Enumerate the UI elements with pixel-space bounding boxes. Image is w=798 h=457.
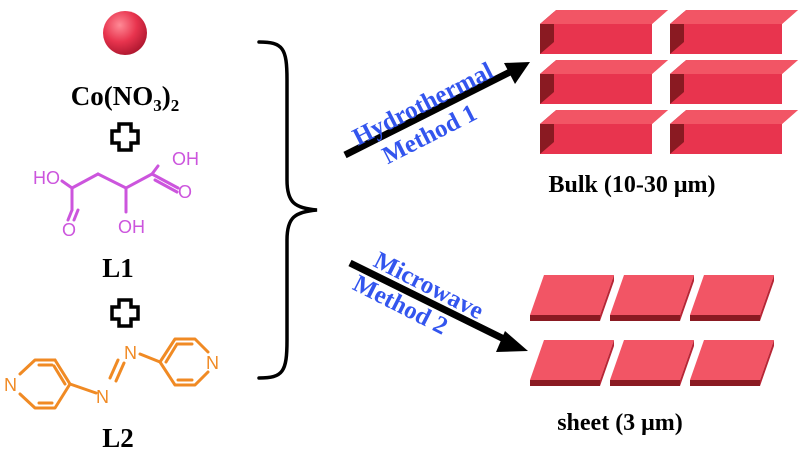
ligand2-n-azo-bottom: N <box>96 387 109 407</box>
sheet-plate-edge <box>610 380 680 386</box>
sheet-plate-edge <box>530 315 600 321</box>
sheet-caption: sheet (3 μm) <box>557 410 683 436</box>
ligand1-structure <box>60 164 180 222</box>
cobalt-nitrate-formula: Co(NO3)2 <box>71 81 180 115</box>
sheet-plate-side <box>760 275 774 321</box>
bulk-crystal-top-overlay <box>670 110 798 124</box>
sheet-plate-top <box>690 340 774 380</box>
reaction-arrow-method2 <box>348 259 528 352</box>
ligand1-o-left: O <box>62 220 76 240</box>
sheet-plate-edge <box>690 315 760 321</box>
bulk-caption: Bulk (10-30 μm) <box>549 172 716 198</box>
ligand2-n-right: N <box>206 353 219 373</box>
sheet-plate-top <box>610 340 694 380</box>
bulk-crystal-front <box>670 24 782 54</box>
sheet-plate-top <box>530 275 614 315</box>
sheet-plate-side <box>760 340 774 386</box>
bulk-crystal-front <box>540 74 652 104</box>
ligand1-label: L1 <box>102 253 134 283</box>
ligand2-structure <box>18 337 210 410</box>
ligand1-ho-left: HO <box>33 168 60 188</box>
bulk-crystal-top-overlay <box>540 110 668 124</box>
ligand1-oh-bottom: OH <box>118 217 145 237</box>
ligand2-n-left: N <box>4 375 17 395</box>
bulk-crystal-top-overlay <box>540 60 668 74</box>
plus-icon <box>110 122 140 152</box>
sheet-plate-side <box>600 275 614 321</box>
sheet-plate-top <box>530 340 614 380</box>
sheet-plate-edge <box>530 380 600 386</box>
cobalt-sphere-icon <box>103 11 147 55</box>
bulk-crystals <box>540 10 798 154</box>
sheet-plate-top <box>610 275 694 315</box>
sheet-plate-side <box>680 275 694 321</box>
sheet-plate-top <box>690 275 774 315</box>
bulk-crystal-top-overlay <box>540 10 668 24</box>
plus-icon <box>110 298 140 328</box>
sheet-crystals <box>530 275 774 386</box>
bulk-crystal-top-overlay <box>670 10 798 24</box>
bulk-crystal-front <box>670 124 782 154</box>
right-curly-brace <box>257 40 318 380</box>
reaction-arrow-method1 <box>343 62 530 159</box>
sheet-plate-edge <box>690 380 760 386</box>
ligand2-label: L2 <box>102 423 134 453</box>
bulk-crystal-front <box>540 124 652 154</box>
sheet-plate-side <box>600 340 614 386</box>
bulk-crystal-front <box>670 74 782 104</box>
method1-label: Hydrothermal Method 1 <box>348 57 497 169</box>
ligand2-n-azo-top: N <box>124 343 137 363</box>
sheet-plate-edge <box>610 315 680 321</box>
ligand1-oh-top: OH <box>172 149 199 169</box>
ligand1-o-right: O <box>178 182 192 202</box>
bulk-crystal-front <box>540 24 652 54</box>
sheet-plate-side <box>680 340 694 386</box>
bulk-crystal-top-overlay <box>670 60 798 74</box>
